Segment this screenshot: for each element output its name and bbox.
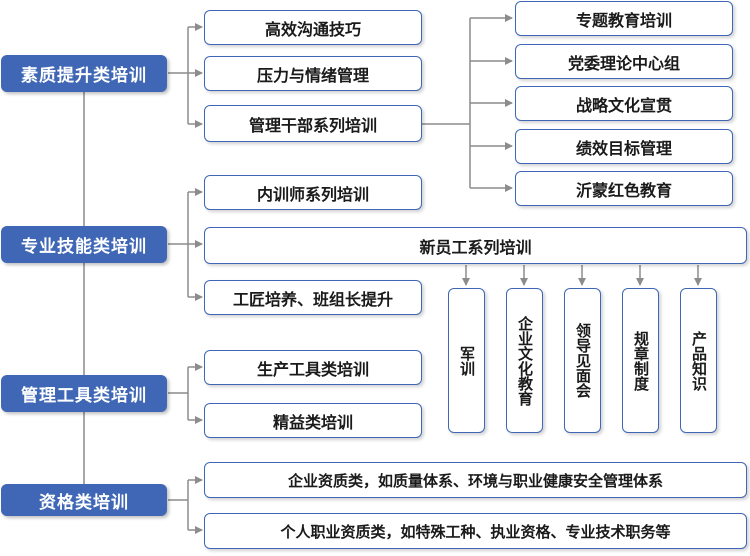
item-party-theory-group: 党委理论中心组 [515,44,733,79]
item-craftsman-team-leader: 工匠培养、班组长提升 [204,280,422,315]
item-performance-management: 绩效目标管理 [515,129,733,164]
category-tools-training: 管理工具类培训 [1,375,167,412]
item-thematic-education: 专题教育培训 [515,1,733,36]
item-leader-meeting: 领导见面会 [564,288,601,433]
item-lean-training: 精益类培训 [204,403,422,438]
item-production-tools: 生产工具类培训 [204,350,422,385]
item-rules-regulations: 规章制度 [622,288,659,433]
item-strategy-culture: 战略文化宣贯 [515,86,733,121]
item-communication-skills: 高效沟通技巧 [204,10,422,45]
item-new-staff-training: 新员工系列培训 [204,227,747,264]
item-stress-management: 压力与情绪管理 [204,56,422,91]
item-internal-trainer: 内训师系列培训 [204,175,422,210]
item-product-knowledge: 产品知识 [680,288,717,433]
category-qualification-training: 资格类培训 [1,484,167,516]
item-personal-qualification: 个人职业资质类，如特殊工种、执业资格、专业技术职务等 [204,513,747,549]
category-quality-training: 素质提升类培训 [1,55,167,92]
item-yimeng-red-education: 沂蒙红色教育 [515,171,733,206]
item-cadre-training: 管理干部系列培训 [204,105,422,142]
item-corporate-culture: 企业文化教育 [506,288,543,433]
item-enterprise-qualification: 企业资质类，如质量体系、环境与职业健康安全管理体系 [204,462,747,498]
category-skills-training: 专业技能类培训 [1,226,167,263]
item-military-training: 军训 [448,288,485,433]
